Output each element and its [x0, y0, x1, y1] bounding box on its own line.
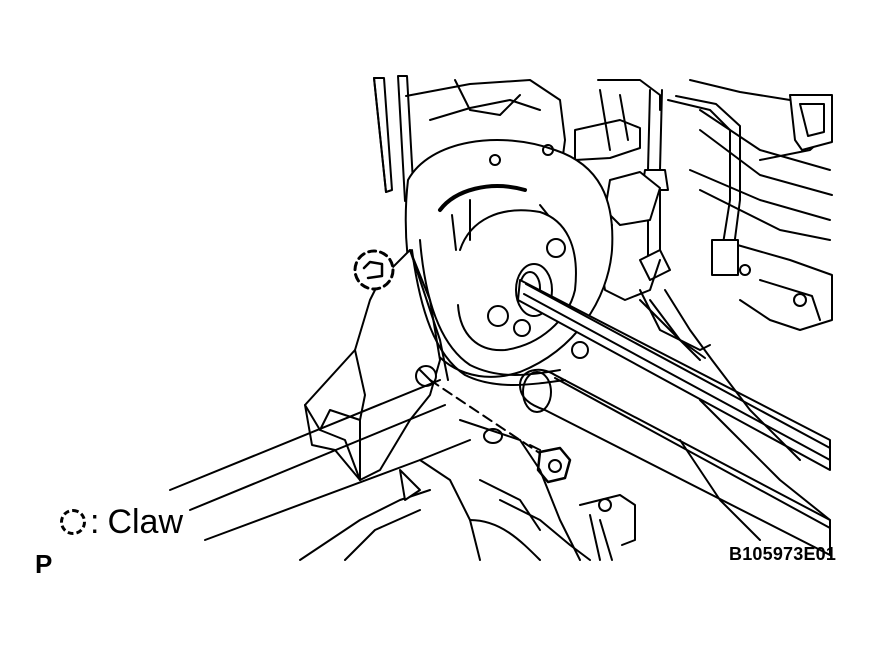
claw-marker [355, 251, 393, 289]
legend-separator: : [90, 503, 100, 541]
legend: : Claw [60, 500, 183, 544]
cable-routing [412, 240, 565, 385]
view-letter: P [35, 549, 53, 579]
lower-tube [520, 370, 830, 555]
bolt-icon [530, 445, 570, 482]
legend-label: Claw [107, 503, 184, 541]
upper-frame-structure [406, 80, 832, 330]
claw-symbol-icon [60, 509, 86, 535]
wire-harness [600, 90, 740, 358]
figure-code: B105973E01 [729, 544, 837, 564]
shaft-assembly [516, 264, 830, 470]
bolt-install-path [430, 380, 550, 460]
lower-frame-lines [170, 290, 830, 560]
